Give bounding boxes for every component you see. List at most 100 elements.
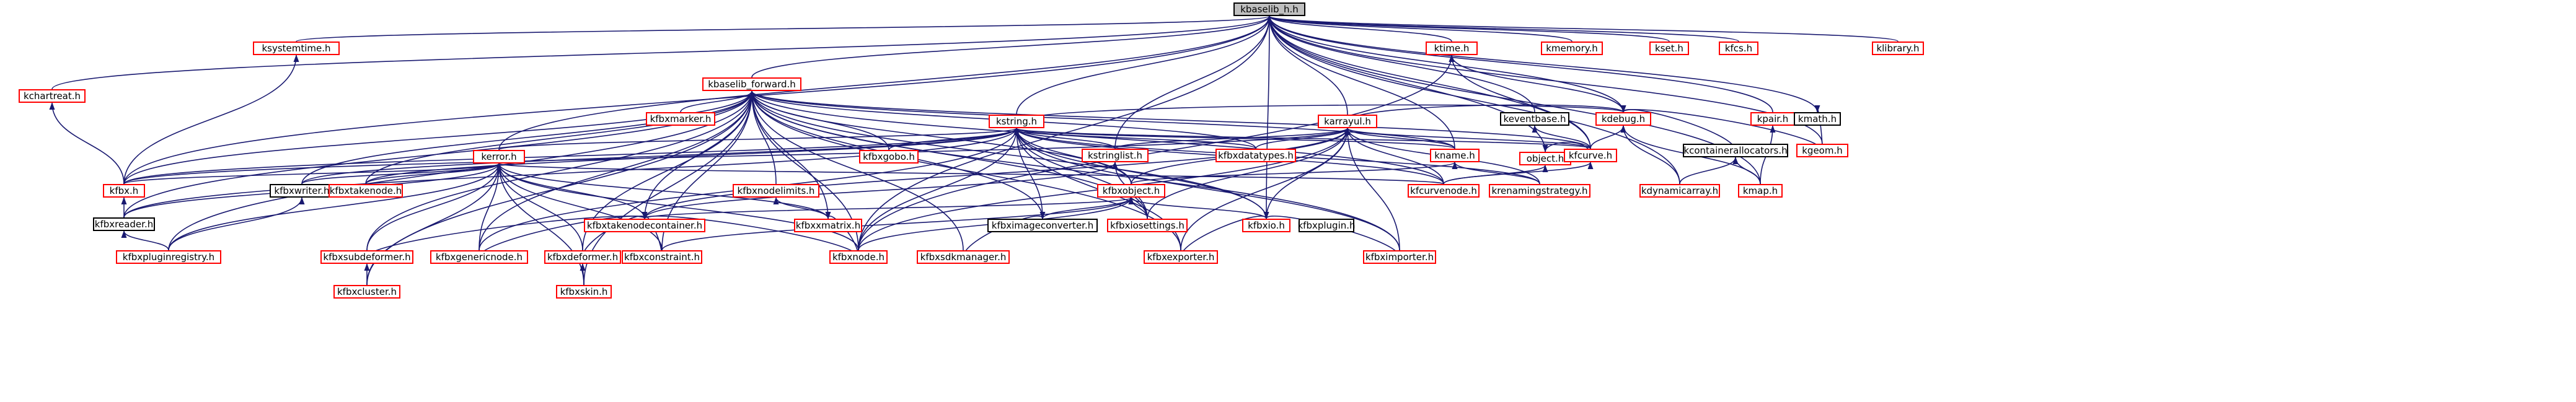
edge-kfbximporter-to-kbaselib_forward: [749, 90, 1400, 251]
node-kfbxnode[interactable]: kfbxnode.h: [829, 250, 888, 264]
node-klibrary[interactable]: klibrary.h: [1872, 42, 1924, 55]
node-kfbxsdkmanager[interactable]: kfbxsdkmanager.h: [917, 250, 1010, 264]
edge-kstring-to-kbaselib_h: [1016, 15, 1273, 115]
edge-kfcurvenode-to-kerror: [496, 163, 1444, 185]
edge-kgeom-to-kdebug: [1620, 105, 1823, 151]
edge-kfbxtakenodecontainer-to-karrayul: [644, 128, 1351, 219]
node-kfcurvenode[interactable]: kfcurvenode.h: [1408, 184, 1480, 198]
edge-object-to-kbaselib_h: [1266, 15, 1546, 152]
node-kfbxgenericnode[interactable]: kfbxgenericnode.h: [430, 250, 528, 264]
edge-kmath-to-kbaselib_h: [1266, 15, 1818, 113]
edge-kfbxconstraint-to-kerror: [496, 163, 663, 251]
node-kfbxplugin: kfbxplugin.h: [1297, 219, 1356, 232]
edge-kfbxsubdeformer-to-kbaselib_forward: [366, 90, 755, 251]
edge-kfbx-to-kerror: [123, 163, 502, 185]
node-kstring[interactable]: kstring.h: [989, 115, 1044, 128]
node-kfbxxmatrix[interactable]: kfbxxmatrix.h: [794, 219, 862, 232]
node-kfbxiosettings[interactable]: kfbxiosettings.h: [1107, 219, 1188, 232]
node-kfbxmarker[interactable]: kfbxmarker.h: [646, 112, 715, 126]
edge-kfbxobject-to-kname: [1131, 162, 1458, 185]
node-kerror[interactable]: kerror.h: [473, 150, 525, 164]
edge-kdynamicarray-to-kcontainerallocators: [1679, 157, 1739, 185]
edge-kdynamicarray-to-kdebug: [1620, 125, 1680, 185]
edge-kfbxcluster-to-kerror: [366, 163, 502, 286]
node-kdynamicarray[interactable]: kdynamicarray.h: [1639, 184, 1720, 198]
edge-ktime-to-kbaselib_h: [1266, 15, 1452, 42]
node-kfbxskin[interactable]: kfbxskin.h: [556, 285, 612, 299]
edge-kfbxnode-to-kstring: [858, 128, 1020, 251]
node-kfbxdeformer[interactable]: kfbxdeformer.h: [544, 250, 621, 264]
edge-kfbxio-to-kstring: [1013, 128, 1267, 219]
edge-keventbase-to-kbaselib_h: [1266, 15, 1535, 113]
node-kfcs[interactable]: kfcs.h: [1719, 42, 1758, 55]
node-kfbxtakenodecontainer[interactable]: kfbxtakenodecontainer.h: [584, 219, 705, 232]
node-kfbxconstraint[interactable]: kfbxconstraint.h: [622, 250, 702, 264]
edge-kfbxtakenode-to-kstring: [365, 128, 1020, 185]
node-kfbximageconverter: kfbximageconverter.h: [987, 219, 1098, 232]
edge-kchartreat-to-kbaselib_h: [51, 15, 1273, 90]
node-kfbxtakenode[interactable]: kfbxtakenode.h: [329, 184, 403, 198]
edge-kfbxexporter-to-karrayul: [1180, 128, 1351, 251]
edge-kstringlist-to-karrayul: [1114, 128, 1351, 149]
edge-kfbxdatatypes-to-kstring: [1013, 128, 1256, 149]
node-kpair[interactable]: kpair.h: [1750, 112, 1795, 126]
node-kcontainerallocators: kcontainerallocators.h: [1683, 144, 1788, 157]
edge-kfcurve-to-keventbase: [1532, 125, 1591, 149]
edge-kfbximporter-to-karrayul: [1344, 128, 1400, 251]
edge-kfbxpluginregistry-to-kfbxreader: [121, 230, 169, 251]
edge-kfbximageconverter-to-kfbxobject: [1042, 197, 1134, 219]
node-kbaselib-forward[interactable]: kbaselib_forward.h: [702, 77, 801, 91]
edge-karrayul-to-kbaselib_h: [1266, 15, 1348, 115]
edge-kfbxconstraint-to-kfbxobject: [661, 197, 1134, 251]
edge-kfbxpluginregistry-to-kfbxwriter: [168, 197, 305, 251]
edge-kfbxio-to-kbaselib_h: [1266, 15, 1273, 219]
node-kfcurve[interactable]: kfcurve.h: [1564, 149, 1617, 162]
node-kstringlist[interactable]: kstringlist.h: [1082, 149, 1149, 162]
edge-kfbxiosettings-to-karrayul: [1147, 128, 1351, 219]
edge-krenamingstrategy-to-kname: [1452, 162, 1540, 185]
node-ksystemtime[interactable]: ksystemtime.h: [253, 42, 340, 55]
node-kfbxcluster[interactable]: kfbxcluster.h: [333, 285, 400, 299]
node-keventbase: keventbase.h: [1500, 112, 1569, 126]
node-kset[interactable]: kset.h: [1649, 42, 1689, 55]
node-krenamingstrategy[interactable]: krenamingstrategy.h: [1489, 184, 1590, 198]
edge-kfcurve-to-kdebug: [1590, 125, 1626, 149]
node-karrayul[interactable]: karrayul.h: [1318, 115, 1377, 128]
node-kfbxexporter[interactable]: kfbxexporter.h: [1144, 250, 1218, 264]
edge-kmemory-to-kbaselib_h: [1266, 15, 1573, 42]
edge-kname-to-kbaselib_forward: [749, 90, 1455, 149]
edge-kfbx-to-kbaselib_h: [123, 15, 1273, 185]
node-kfbxnodelimits[interactable]: kfbxnodelimits.h: [733, 184, 819, 198]
node-kdebug[interactable]: kdebug.h: [1595, 112, 1651, 126]
node-kfbxobject[interactable]: kfbxobject.h: [1097, 184, 1165, 198]
node-kfbxio[interactable]: kfbxio.h: [1242, 219, 1290, 232]
node-kmemory[interactable]: kmemory.h: [1541, 42, 1603, 55]
node-kfbxdatatypes[interactable]: kfbxdatatypes.h: [1215, 149, 1296, 162]
node-kfbximporter[interactable]: kfbximporter.h: [1363, 250, 1436, 264]
edge-kfbx-to-kbaselib_forward: [123, 90, 755, 185]
node-kgeom[interactable]: kgeom.h: [1796, 144, 1848, 157]
node-ktime[interactable]: ktime.h: [1426, 42, 1478, 55]
node-kfbxpluginregistry[interactable]: kfbxpluginregistry.h: [116, 250, 221, 264]
node-kmap[interactable]: kmap.h: [1738, 184, 1783, 198]
dependency-edges: [49, 15, 1899, 286]
edge-kstringlist-to-kbaselib_h: [1114, 15, 1273, 149]
edge-kpair-to-kbaselib_h: [1266, 15, 1773, 113]
edge-kfbxtakenode-to-kerror: [365, 163, 502, 185]
node-kfbxsubdeformer[interactable]: kfbxsubdeformer.h: [320, 250, 413, 264]
edge-kdebug-to-ktime: [1449, 55, 1624, 113]
node-kfbxgobo[interactable]: kfbxgobo.h: [859, 150, 919, 164]
edge-kfbxwriter-to-kerror: [301, 163, 502, 185]
node-kfbx[interactable]: kfbx.h: [103, 184, 145, 198]
node-kfbxwriter: kfbxwriter.h: [270, 184, 334, 198]
edge-kfcurvenode-to-karrayul: [1344, 128, 1444, 185]
node-kbaselib-h: kbaselib_h.h: [1233, 2, 1305, 16]
edge-kfbxskin-to-kerror: [496, 163, 584, 286]
node-kchartreat[interactable]: kchartreat.h: [19, 89, 86, 103]
edge-kerror-to-kstring: [498, 128, 1019, 151]
edge-kfcurve-to-kbaselib_h: [1266, 15, 1591, 149]
edge-kfbxexporter-to-kfbxio: [1180, 211, 1269, 258]
edge-kfbxio-to-kbaselib_forward: [749, 90, 1267, 219]
edge-kfbxtakenodecontainer-to-kfbxobject: [644, 197, 1134, 219]
node-kname[interactable]: kname.h: [1430, 149, 1480, 162]
